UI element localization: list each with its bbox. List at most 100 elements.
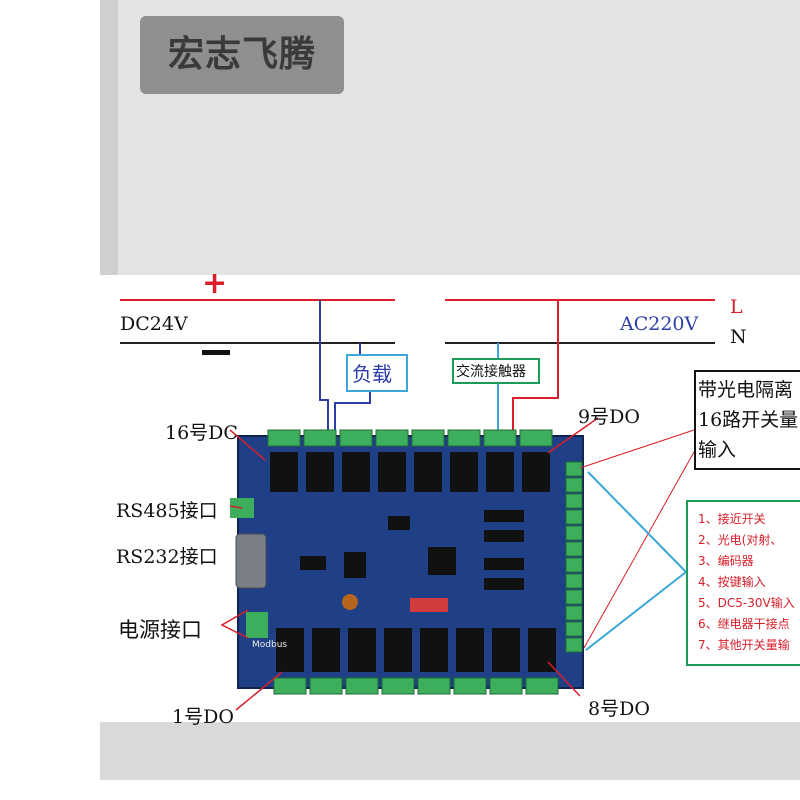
terminal-block — [453, 677, 487, 695]
terminal-block — [381, 677, 415, 695]
input-type-item: 4、按键输入 — [698, 575, 766, 589]
dip-switch — [410, 598, 448, 612]
input-description-box — [694, 370, 800, 470]
input-terminal — [565, 477, 583, 493]
input-terminal — [565, 605, 583, 621]
rs485-label: RS485接口 — [116, 500, 218, 522]
top-terminal-row — [267, 429, 553, 447]
input-line-3: 输入 — [698, 439, 737, 461]
input-types-box — [686, 500, 800, 666]
relay — [270, 452, 298, 492]
terminal-block — [417, 677, 451, 695]
contactor-label: 交流接触器 — [456, 364, 526, 380]
pointer-9 — [547, 417, 599, 454]
relay — [414, 452, 442, 492]
chip-f — [484, 558, 524, 570]
chip-a — [388, 516, 410, 530]
input-type-item: 3、编码器 — [698, 554, 754, 568]
input-terminal-column — [565, 461, 583, 653]
power-terminal — [246, 612, 268, 638]
relay-array — [270, 452, 556, 672]
relay — [342, 452, 370, 492]
input-terminal — [565, 525, 583, 541]
input-line-2: 16路开关量 — [698, 409, 799, 431]
do1-label: 1号DO — [172, 706, 234, 728]
rs232-connector — [235, 533, 267, 589]
relay — [456, 628, 484, 672]
do8-label: 8号DO — [588, 698, 650, 720]
ac220v-label: AC220V — [620, 313, 699, 335]
pointer-8 — [547, 661, 581, 697]
input-terminal — [565, 541, 583, 557]
relay — [450, 452, 478, 492]
rs232-label: RS232接口 — [116, 546, 218, 568]
relay — [348, 628, 376, 672]
input-type-item: 1、接近开关 — [698, 512, 766, 526]
input-terminal — [565, 573, 583, 589]
input-terminal — [565, 509, 583, 525]
pointer-rs485 — [229, 505, 243, 509]
terminal-block — [273, 677, 307, 695]
relay — [522, 452, 550, 492]
inductor — [342, 594, 358, 610]
cyan-bracket-b — [585, 571, 687, 651]
terminal-block — [303, 429, 337, 447]
load-wire-2 — [334, 388, 371, 437]
contactor-wire-red — [512, 300, 559, 437]
dc24v-label: DC24V — [120, 313, 188, 335]
pointer-input-b — [583, 451, 695, 649]
terminal-block — [519, 429, 553, 447]
input-type-item: 5、DC5-30V输入 — [698, 596, 795, 610]
cyan-bracket-a — [587, 471, 687, 573]
input-type-item: 2、光电(对射、 — [698, 533, 783, 547]
left-gray-stripe — [100, 0, 118, 275]
relay — [384, 628, 412, 672]
relay — [378, 452, 406, 492]
chip-b — [344, 552, 366, 578]
dc-minus-sign — [202, 350, 230, 355]
chip-c — [300, 556, 326, 570]
input-terminal — [565, 461, 583, 477]
bottom-terminal-row — [273, 677, 559, 695]
terminal-block — [375, 429, 409, 447]
relay — [276, 628, 304, 672]
mcu-chip — [428, 547, 456, 575]
input-terminal — [565, 589, 583, 605]
load-label: 负载 — [352, 362, 392, 386]
terminal-block — [309, 677, 343, 695]
input-terminal — [565, 637, 583, 653]
relay — [312, 628, 340, 672]
board-mark: Modbus — [252, 640, 288, 650]
terminal-block — [483, 429, 517, 447]
input-terminal — [565, 621, 583, 637]
relay — [306, 452, 334, 492]
relay — [486, 452, 514, 492]
bottom-gray-panel — [100, 722, 800, 780]
terminal-block — [525, 677, 559, 695]
ac-l-label: L — [730, 296, 743, 318]
input-type-item: 6、继电器干接点 — [698, 617, 790, 631]
load-box — [346, 354, 408, 392]
power-label: 电源接口 — [118, 618, 202, 642]
do16-label: 16号DC — [165, 422, 238, 444]
terminal-block — [411, 429, 445, 447]
input-terminal — [565, 493, 583, 509]
brand-watermark: 宏志飞腾 — [140, 16, 344, 94]
relay — [492, 628, 520, 672]
chip-d — [484, 510, 524, 522]
ac-n-label: N — [730, 326, 747, 348]
terminal-block — [339, 429, 373, 447]
pointer-input-a — [579, 429, 695, 469]
terminal-block — [345, 677, 379, 695]
pointer-power — [220, 609, 249, 639]
chip-g — [484, 578, 524, 590]
do9-label: 9号DO — [578, 406, 640, 428]
relay — [420, 628, 448, 672]
dc-plus-sign: + — [202, 266, 228, 301]
terminal-block — [489, 677, 523, 695]
input-terminal — [565, 557, 583, 573]
contactor-box — [452, 358, 540, 384]
load-wire-1 — [319, 300, 329, 437]
terminal-block — [267, 429, 301, 447]
